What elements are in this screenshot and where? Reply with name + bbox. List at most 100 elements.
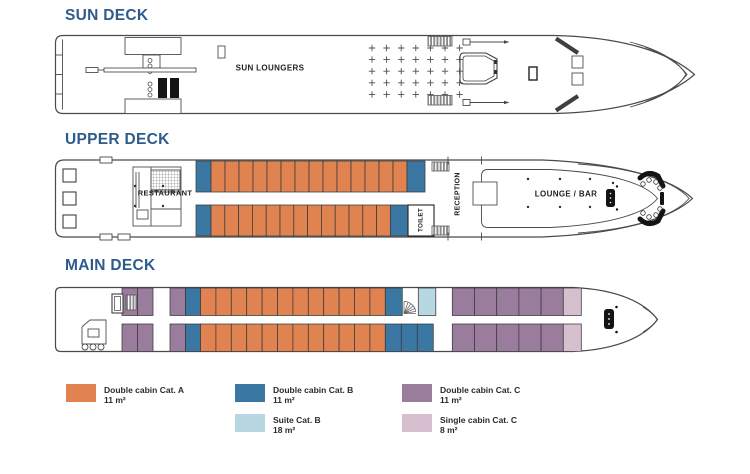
funnel-casing-icon bbox=[170, 78, 179, 98]
cabin-catA bbox=[200, 287, 217, 316]
cabin-catA bbox=[277, 323, 294, 352]
toilet-label: TOILET bbox=[417, 207, 425, 233]
upper-deck-cabin-row-top bbox=[195, 160, 426, 193]
deck-fitting-icon bbox=[217, 45, 226, 59]
main-deck-cabin-row-top bbox=[121, 287, 582, 316]
legend-item-double-cat-b: Double cabin Cat. B 11 m² bbox=[235, 384, 353, 405]
cabin-catC bbox=[518, 287, 542, 316]
cabin-catA bbox=[265, 204, 281, 237]
cabin-catC bbox=[474, 287, 498, 316]
cabin-catC bbox=[169, 323, 186, 352]
legend-size: 11 m² bbox=[104, 395, 126, 405]
sun-loungers-label: SUN LOUNGERS bbox=[235, 63, 305, 73]
restaurant-label: RESTAURANT bbox=[137, 188, 193, 198]
cabin-catA bbox=[323, 287, 340, 316]
cabin-catB bbox=[400, 323, 418, 352]
toilet-room bbox=[407, 204, 435, 237]
legend-item-suite-cat-b: Suite Cat. B 18 m² bbox=[235, 414, 321, 435]
cabin-catC bbox=[474, 323, 498, 352]
cabin-catB bbox=[384, 287, 403, 316]
sun-deck-hull bbox=[54, 34, 696, 115]
cabin-catA bbox=[336, 160, 352, 193]
cabin-catA bbox=[293, 204, 308, 237]
reception-desk bbox=[472, 181, 498, 206]
reception-label: RECEPTION bbox=[454, 172, 462, 216]
cabin-catA bbox=[252, 160, 268, 193]
legend-swatch-cat-c bbox=[402, 384, 432, 402]
door-icon bbox=[528, 66, 538, 81]
main-stern-structures bbox=[81, 293, 137, 351]
cabin-catA bbox=[321, 204, 336, 237]
stairs-icon bbox=[427, 36, 453, 47]
cabin-catA bbox=[200, 323, 217, 352]
stairs-icon bbox=[125, 294, 137, 311]
bow-sofa-icon bbox=[637, 170, 666, 227]
legend-size: 8 m² bbox=[440, 425, 458, 435]
cabin-catA bbox=[224, 160, 240, 193]
cabin-catA bbox=[261, 287, 278, 316]
cabin-catA bbox=[215, 323, 232, 352]
legend-item-single-cat-c: Single cabin Cat. C 8 m² bbox=[402, 414, 517, 435]
mast-crane-icon bbox=[85, 67, 197, 73]
cabin-catB bbox=[185, 287, 201, 316]
cabin-catC bbox=[496, 323, 520, 352]
cabin-catC bbox=[540, 323, 564, 352]
stairs-icon bbox=[431, 161, 450, 172]
cabin-catA bbox=[261, 323, 278, 352]
lounge-bar-label: LOUNGE / BAR bbox=[534, 189, 598, 199]
door-icon bbox=[111, 293, 124, 314]
galley-structure bbox=[132, 166, 182, 227]
cabin-catB bbox=[195, 160, 212, 193]
cabin-catA bbox=[210, 204, 226, 237]
cabin-catA bbox=[210, 160, 226, 193]
cabin-catA bbox=[350, 160, 366, 193]
legend-label: Double cabin Cat. A bbox=[104, 385, 184, 395]
stairs-icon bbox=[431, 225, 450, 236]
cabin-catA bbox=[369, 287, 386, 316]
wheelhouse-icon bbox=[459, 52, 498, 85]
cabin-catA bbox=[378, 160, 394, 193]
legend-label: Suite Cat. B bbox=[273, 415, 321, 425]
cabin-catC bbox=[540, 287, 564, 316]
cabin-catA bbox=[323, 323, 340, 352]
cabin-catA bbox=[252, 204, 267, 237]
restaurant-table-dots bbox=[133, 184, 165, 208]
sun-deck bbox=[54, 34, 696, 115]
mast-icon bbox=[462, 38, 510, 106]
stairs-icon bbox=[427, 95, 453, 106]
cabin-catA bbox=[292, 287, 309, 316]
cabin-catC bbox=[137, 323, 154, 352]
cabin-catA bbox=[348, 204, 364, 237]
upper-deck-title: UPPER DECK bbox=[65, 131, 170, 148]
cabin-suiteB bbox=[417, 287, 437, 316]
cabin-catA bbox=[354, 287, 371, 316]
grand-piano-icon bbox=[660, 192, 664, 205]
legend-label: Double cabin Cat. B bbox=[273, 385, 354, 395]
cabin-catA bbox=[280, 160, 296, 193]
cabin-catA bbox=[364, 160, 380, 193]
cabin-catC bbox=[451, 323, 475, 352]
cabin-catC bbox=[137, 287, 154, 316]
spiral-staircase-icon bbox=[403, 301, 417, 314]
funnel-casing-icon bbox=[158, 78, 167, 98]
legend-swatch-suite-b bbox=[235, 414, 265, 432]
sun-deck-stern-lines bbox=[55, 39, 63, 110]
cabin-singleC bbox=[562, 323, 582, 352]
cabin-catA bbox=[376, 204, 391, 237]
upper-deck bbox=[54, 156, 694, 241]
cabin-catC bbox=[169, 287, 186, 316]
main-bow-inner-line bbox=[642, 306, 658, 333]
cabin-singleC bbox=[562, 287, 582, 316]
bow-bench-icon bbox=[604, 305, 618, 334]
bow-inner-line bbox=[644, 46, 688, 103]
deck-door-ticks bbox=[99, 156, 131, 241]
cabin-catA bbox=[354, 323, 371, 352]
legend-size: 11 m² bbox=[440, 395, 462, 405]
legend-label: Single cabin Cat. C bbox=[440, 415, 517, 425]
cabin-catA bbox=[238, 160, 254, 193]
main-deck-title: MAIN DECK bbox=[65, 257, 156, 274]
cabin-catC bbox=[451, 287, 475, 316]
legend-label: Double cabin Cat. C bbox=[440, 385, 521, 395]
legend-swatch-single-c bbox=[402, 414, 432, 432]
